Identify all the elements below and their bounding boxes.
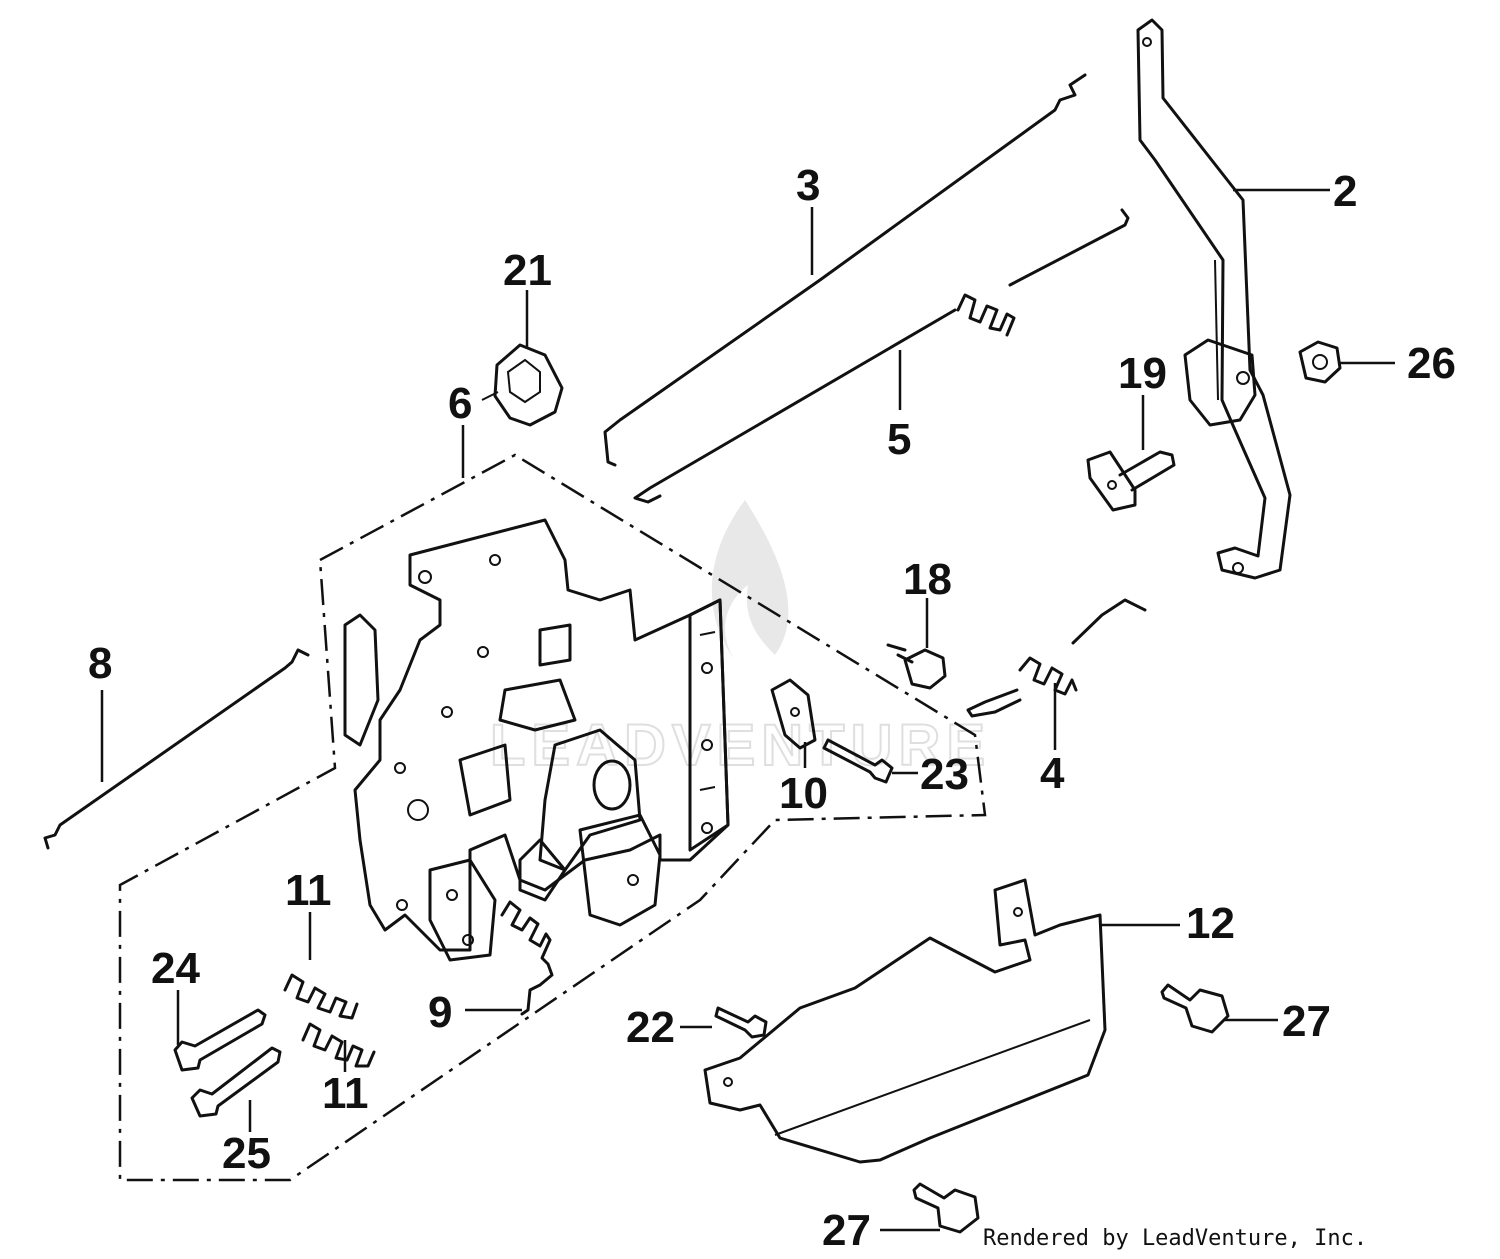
part-21-clamp <box>481 343 564 427</box>
part-4-return-spring <box>966 598 1147 718</box>
callout-22: 22 <box>626 1003 675 1052</box>
callout-3: 3 <box>796 161 820 210</box>
part-11-spring-upper <box>283 973 359 1020</box>
callout-24: 24 <box>151 944 200 993</box>
flame-logo-watermark <box>711 500 789 660</box>
part-24-screw <box>173 1008 267 1072</box>
part-23-screw <box>822 738 894 784</box>
callout-18: 18 <box>903 555 952 604</box>
callout-4: 4 <box>1040 749 1065 798</box>
callout-11-upper: 11 <box>285 866 332 915</box>
callout-21: 21 <box>503 246 552 295</box>
part-9-spring <box>500 900 554 1016</box>
part-27-bolt-upper <box>1160 983 1230 1034</box>
callout-25: 25 <box>222 1129 271 1178</box>
part-2-lever-arm <box>1136 18 1292 580</box>
part-8-link-rod <box>43 648 310 850</box>
part-10-clip <box>770 678 817 750</box>
callout-19: 19 <box>1118 349 1167 398</box>
watermark-text: LEADVENTURE <box>490 713 991 778</box>
callout-26: 26 <box>1407 339 1456 388</box>
part-3-link-rod <box>603 73 1087 467</box>
callout-12: 12 <box>1186 899 1235 948</box>
callout-6: 6 <box>448 379 472 428</box>
part-18-screw <box>886 643 947 690</box>
part-25-screw <box>190 1046 282 1118</box>
part-5-spring-rod <box>633 208 1130 504</box>
credit-text: Rendered by LeadVenture, Inc. <box>983 1226 1367 1251</box>
callout-5: 5 <box>887 415 911 464</box>
part-22-screw <box>714 1006 768 1039</box>
callout-27-upper: 27 <box>1282 997 1331 1046</box>
callout-labels: 2 3 21 19 26 6 5 18 8 23 4 10 11 12 24 9… <box>88 161 1456 1255</box>
control-base-plate <box>343 518 730 962</box>
callout-11-lower: 11 <box>322 1069 369 1118</box>
callout-23: 23 <box>920 750 969 799</box>
watermark: LEADVENTURE <box>489 500 991 779</box>
part-26-nut <box>1298 340 1342 384</box>
part-12-cover <box>703 878 1107 1164</box>
callout-9: 9 <box>428 988 452 1037</box>
callout-27-lower: 27 <box>822 1206 871 1255</box>
part-19-bolt-plate <box>1086 450 1176 512</box>
part-11-spring-lower <box>301 1022 376 1068</box>
callout-10: 10 <box>779 769 828 818</box>
assembly-boundary <box>118 453 987 1182</box>
callout-2: 2 <box>1333 167 1357 216</box>
callout-8: 8 <box>88 639 112 688</box>
part-27-bolt-lower <box>912 1182 980 1234</box>
